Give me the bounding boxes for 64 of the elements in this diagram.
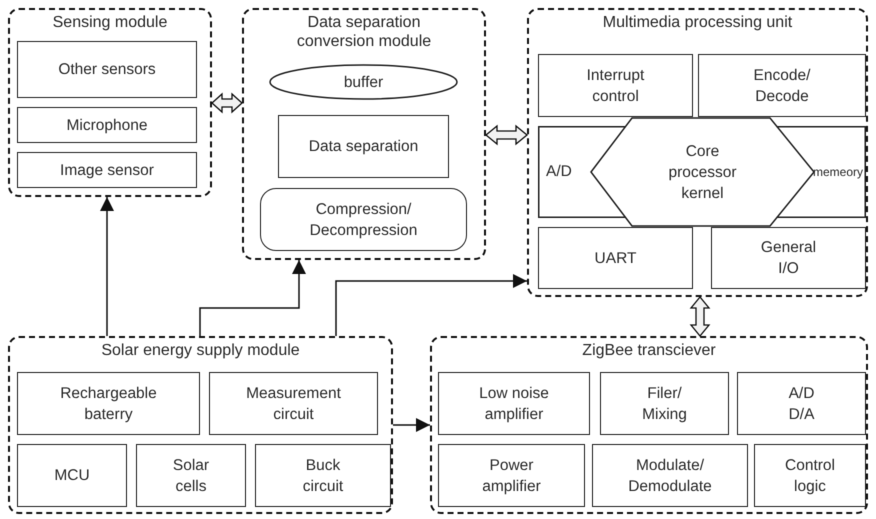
block-label: memeory — [812, 164, 863, 181]
module-panel — [527, 8, 868, 297]
block-label: Filer/ Mixing — [641, 384, 688, 424]
rounded-block — [260, 188, 467, 251]
block-label: buffer — [344, 72, 384, 92]
block — [255, 444, 391, 507]
block — [17, 107, 197, 143]
block — [538, 54, 693, 117]
block — [17, 372, 200, 435]
block — [136, 444, 246, 507]
block — [17, 152, 197, 188]
module-title: Multimedia processing unit — [602, 13, 794, 32]
block-label: Interrupt control — [586, 66, 646, 106]
module-title: Data separation conversion module — [296, 13, 432, 51]
double-arrow — [690, 296, 710, 338]
block — [438, 444, 585, 507]
block — [17, 41, 197, 98]
block — [209, 372, 378, 435]
block — [754, 444, 866, 507]
block-label: MCU — [54, 466, 90, 486]
block — [438, 372, 590, 435]
block — [600, 372, 729, 435]
block-label: Solar cells — [172, 456, 210, 496]
block-label: Measurement circuit — [245, 384, 342, 424]
arrow — [199, 260, 306, 336]
module-title: Sensing module — [52, 13, 168, 32]
block-label: General I/O — [760, 238, 818, 279]
double-arrow — [211, 92, 243, 114]
module-title: Solar energy supply module — [100, 341, 301, 360]
arrow — [393, 418, 430, 432]
block-label: Modulate/ Demodulate — [627, 456, 713, 496]
block-label: A/D — [546, 163, 572, 181]
block — [278, 115, 449, 178]
block — [698, 54, 866, 117]
buffer-ellipse — [269, 64, 458, 100]
block-label: Core processor kernel — [667, 142, 738, 204]
block — [737, 372, 866, 435]
block-label: Buck circuit — [302, 456, 344, 496]
block-label: UART — [594, 248, 636, 268]
split-block — [538, 126, 866, 218]
block-label: Low noise amplifier — [478, 384, 550, 424]
double-arrow — [484, 124, 528, 146]
block-label: Encode/ Decode — [752, 66, 812, 106]
block-label: Data separation — [308, 137, 418, 157]
block — [711, 227, 866, 289]
module-panel — [8, 8, 212, 197]
arrow — [100, 197, 114, 336]
block-label: Microphone — [66, 116, 148, 136]
core-hexagon — [590, 117, 815, 227]
block-label: Control logic — [784, 456, 836, 496]
block — [538, 227, 693, 289]
block-label: Other sensors — [58, 60, 156, 80]
arrow — [335, 274, 527, 336]
module-panel — [8, 336, 393, 514]
module-panel — [242, 8, 486, 260]
block-label: Image sensor — [60, 160, 154, 180]
block-label: A/D D/A — [788, 384, 816, 424]
block-label: Compression/ Decompression — [308, 200, 418, 240]
block — [17, 444, 127, 507]
block-label: Rechargeable baterry — [59, 384, 158, 424]
module-panel — [430, 336, 868, 514]
module-title: ZigBee transciever — [581, 341, 717, 360]
block — [592, 444, 748, 507]
block-label: Power amplifier — [481, 456, 542, 496]
